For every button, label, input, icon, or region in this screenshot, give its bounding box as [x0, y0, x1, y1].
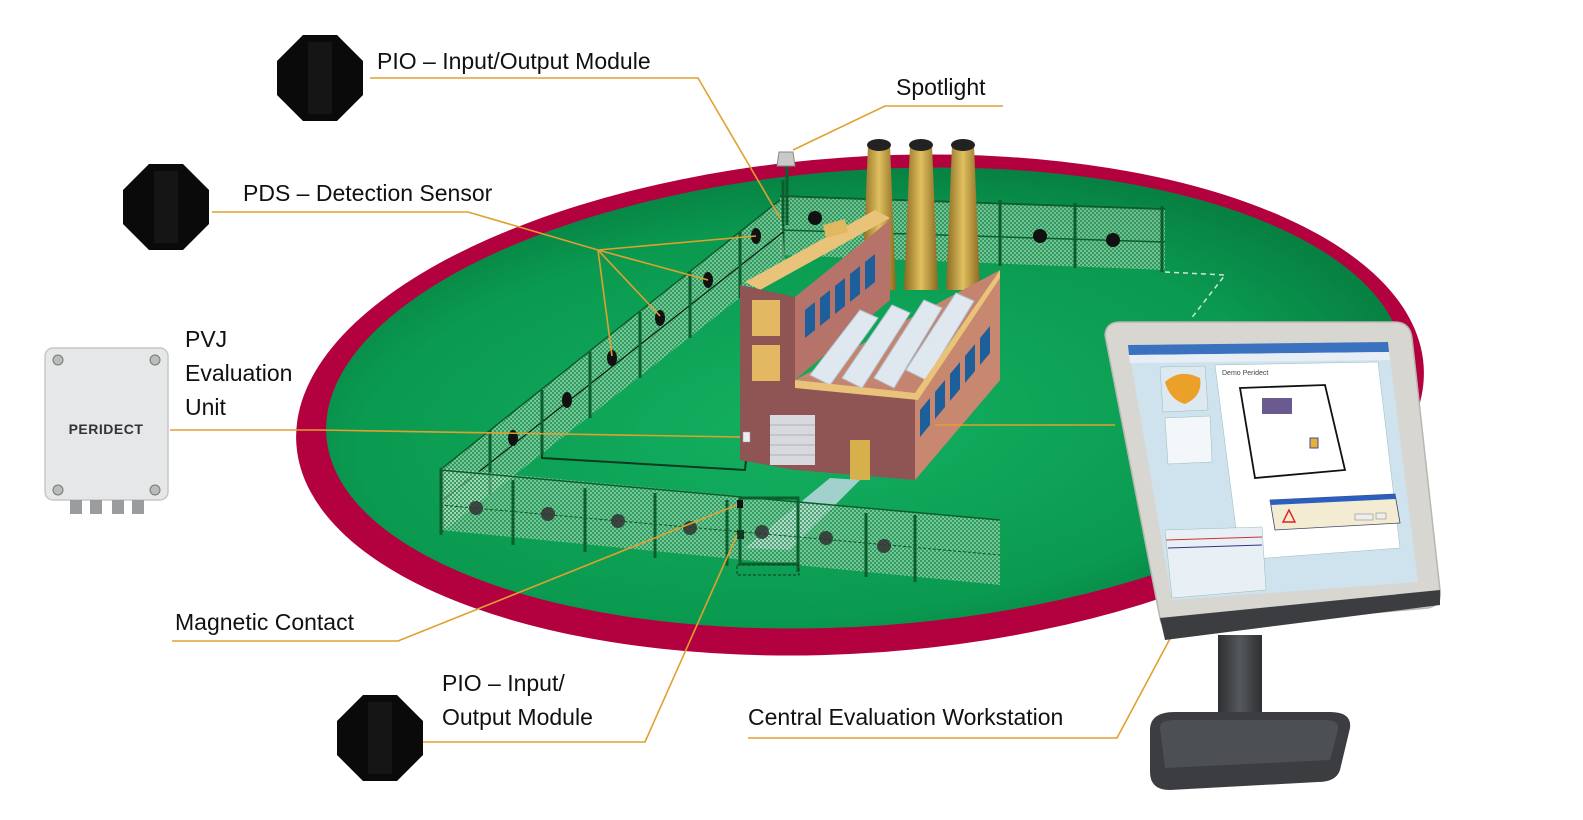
- pds-sensor: [562, 392, 572, 408]
- leader-magnetic-contact: [172, 504, 738, 642]
- pds-sensor: [1033, 229, 1047, 243]
- pds-sensor: [1106, 233, 1120, 247]
- label-pio-bottom-line1: PIO – Input/: [442, 670, 565, 696]
- label-pvj-line2: Evaluation: [185, 360, 293, 386]
- leader-pio-bottom: [415, 534, 738, 743]
- leader-pds: [212, 211, 599, 251]
- label-pvj-evaluation-unit: PVJ Evaluation Unit: [185, 322, 292, 424]
- warning-icon: [1281, 508, 1297, 523]
- leader-pio-top: [370, 77, 781, 219]
- alert-dialog: [1269, 493, 1401, 531]
- pds-sensor: [541, 507, 555, 521]
- central-workstation-monitor: Demo Peridect: [1104, 321, 1441, 790]
- pds-sensor: [611, 514, 625, 528]
- label-pvj-line3: Unit: [185, 394, 226, 420]
- pds-sensor: [877, 539, 891, 553]
- label-pio-input-output-module-top: PIO – Input/Output Module: [377, 48, 651, 74]
- garage-door: [770, 415, 815, 465]
- screen-app-title: Demo Peridect: [1222, 370, 1268, 377]
- label-spotlight: Spotlight: [896, 74, 986, 100]
- factory-roof: [809, 292, 975, 389]
- label-pds-detection-sensor: PDS – Detection Sensor: [243, 180, 493, 206]
- pio-module-top: [277, 35, 363, 121]
- fence-left: [439, 199, 785, 532]
- leader-lines: [170, 77, 1181, 743]
- gate-pio-module: [737, 530, 744, 539]
- spotlight: [776, 151, 796, 225]
- door: [850, 440, 870, 480]
- pvj-unit-on-site: [742, 431, 751, 443]
- fence-front: [439, 468, 1001, 585]
- leader-workstation: [748, 619, 1181, 739]
- alert-confirm-button: [1354, 513, 1374, 521]
- pvj-evaluation-unit: PERIDECT: [44, 347, 169, 514]
- enclosure-brand-logo: PERIDECT: [69, 421, 144, 437]
- pds-sensor: [808, 211, 822, 225]
- leader-spotlight: [792, 105, 1003, 151]
- pds-sensor: [607, 350, 617, 366]
- pds-sensor: [755, 525, 769, 539]
- alert-ok-button: [1375, 512, 1387, 520]
- label-pio-input-output-module-bottom: PIO – Input/ Output Module: [442, 666, 593, 734]
- pds-sensor: [819, 531, 833, 545]
- label-magnetic-contact: Magnetic Contact: [175, 609, 354, 635]
- label-pio-bottom-line2: Output Module: [442, 704, 593, 730]
- pds-sensor: [469, 501, 483, 515]
- magnetic-contact-sensor: [737, 500, 743, 508]
- label-central-evaluation-workstation: Central Evaluation Workstation: [748, 704, 1064, 730]
- leader-pvj: [170, 429, 741, 438]
- workstation-screen: Demo Peridect: [1128, 342, 1418, 600]
- label-pvj-line1: PVJ: [185, 326, 228, 352]
- pds-sensor-module: [123, 164, 209, 250]
- pio-module-bottom: [337, 695, 423, 781]
